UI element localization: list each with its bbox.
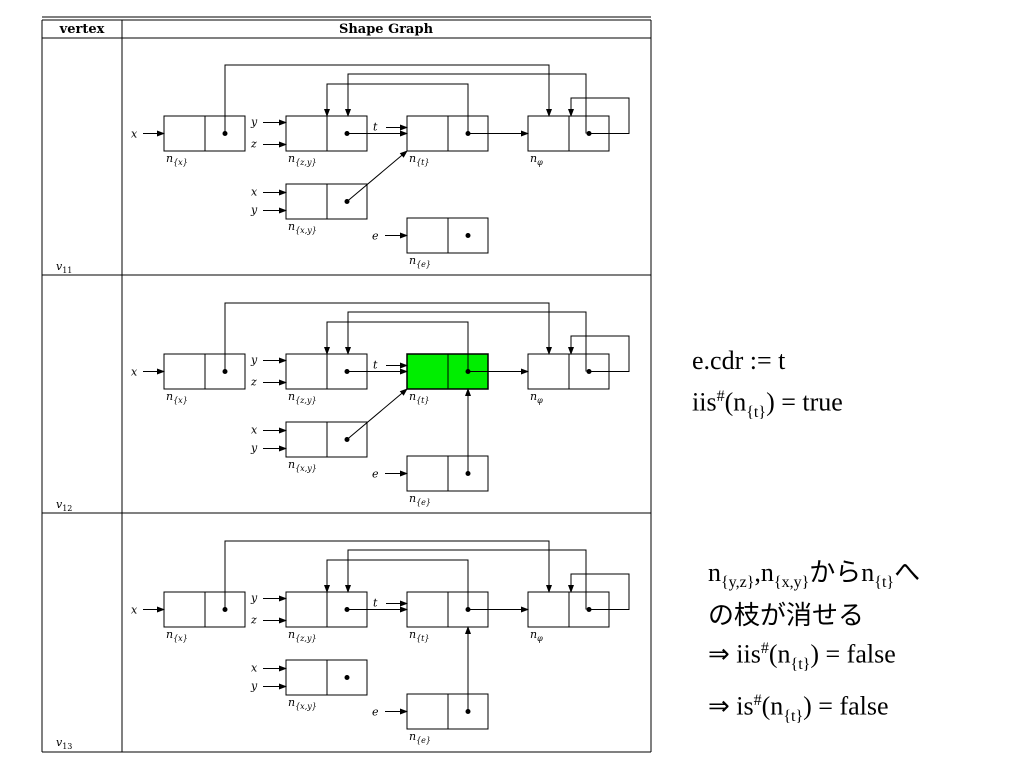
edge-nxy-nt — [346, 388, 408, 440]
note-assignment-line2: iis#(n{t}) = true — [692, 387, 843, 421]
var-e: e — [372, 468, 379, 481]
var-z: z — [250, 138, 257, 151]
note-edge-removal-line3: ⇒ iis#(n{t}) = false — [708, 639, 896, 674]
var-y: y — [250, 354, 258, 367]
node-nxy: n{x,y} — [285, 421, 368, 473]
var-z: z — [250, 376, 257, 389]
node-nxy: n{x,y} — [285, 183, 368, 235]
shape-graph-table: vertex Shape Graph v11 n{x} n{z,y} n{t} nφ n{… — [41, 16, 652, 753]
node-nx: n{x} — [163, 115, 246, 167]
node-nx: n{x} — [163, 591, 246, 643]
node-label: n{e} — [409, 492, 431, 507]
note-assignment-line1: e.cdr := t — [692, 346, 786, 375]
var-y2: y — [250, 680, 258, 693]
edge-nphi-self — [568, 335, 630, 372]
pointer-dot — [344, 675, 350, 680]
node-nphi: nφ — [527, 353, 610, 405]
node-ne: n{e} — [406, 693, 489, 745]
node-label: nφ — [530, 390, 543, 405]
edge-nxy-nt — [346, 150, 408, 202]
node-nt: n{t} — [406, 115, 489, 167]
node-label: nφ — [530, 628, 543, 643]
edge-nphi-self — [568, 97, 630, 134]
node-label: n{z,y} — [288, 390, 317, 405]
node-label: n{x,y} — [288, 696, 317, 711]
var-x2: x — [251, 662, 258, 675]
node-label: n{x} — [166, 390, 188, 405]
var-x2: x — [251, 424, 258, 437]
node-nzy: n{z,y} — [285, 353, 368, 405]
node-nt: n{t} — [406, 353, 489, 405]
var-x: x — [131, 128, 138, 141]
var-x: x — [131, 366, 138, 379]
node-label: nφ — [530, 152, 543, 167]
note-edge-removal-line2: の枝が消せる — [708, 601, 865, 632]
var-y2: y — [250, 204, 258, 217]
node-ne: n{e} — [406, 217, 489, 269]
node-label: n{t} — [409, 628, 430, 643]
node-ne: n{e} — [406, 455, 489, 507]
note-assignment: e.cdr := t iis#(n{t}) = true — [692, 343, 843, 431]
var-y2: y — [250, 442, 258, 455]
header-shape-graph: Shape Graph — [339, 22, 434, 37]
node-label: n{t} — [409, 152, 430, 167]
var-y: y — [250, 116, 258, 129]
node-nphi: nφ — [527, 115, 610, 167]
node-nxy: n{x,y} — [285, 659, 368, 711]
var-z: z — [250, 614, 257, 627]
var-t: t — [373, 597, 378, 610]
vertex-label: v13 — [56, 736, 72, 751]
node-label: n{t} — [409, 390, 430, 405]
node-nphi: nφ — [527, 591, 610, 643]
node-label: n{z,y} — [288, 628, 317, 643]
edge-nt-nzy — [324, 321, 469, 372]
edge-nphi-nzy — [345, 73, 587, 134]
edge-nx-nphi — [224, 540, 552, 610]
var-x: x — [131, 604, 138, 617]
node-label: n{z,y} — [288, 152, 317, 167]
edge-nt-nzy — [324, 559, 469, 610]
var-e: e — [372, 706, 379, 719]
var-x2: x — [251, 186, 258, 199]
edge-nx-nphi — [224, 302, 552, 372]
node-nt: n{t} — [406, 591, 489, 643]
edge-nphi-self — [568, 573, 630, 610]
note-edge-removal: n{y,z},n{x,y}からn{t}へ の枝が消せる ⇒ iis#(n{t})… — [708, 555, 920, 735]
pointer-dot — [465, 233, 471, 238]
node-label: n{x} — [166, 628, 188, 643]
edge-nphi-nzy — [345, 311, 587, 372]
vertex-label: v12 — [56, 498, 72, 513]
node-label: n{e} — [409, 254, 431, 269]
node-label: n{e} — [409, 730, 431, 745]
var-t: t — [373, 359, 378, 372]
edge-nx-nphi — [224, 64, 552, 134]
node-label: n{x,y} — [288, 458, 317, 473]
var-e: e — [372, 230, 379, 243]
vertex-label: v11 — [56, 260, 72, 275]
header-vertex: vertex — [59, 22, 105, 37]
note-edge-removal-line4: ⇒ is#(n{t}) = false — [708, 691, 889, 725]
node-label: n{x,y} — [288, 220, 317, 235]
node-nzy: n{z,y} — [285, 115, 368, 167]
edge-nphi-nzy — [345, 549, 587, 610]
var-t: t — [373, 121, 378, 134]
node-nzy: n{z,y} — [285, 591, 368, 643]
node-label: n{x} — [166, 152, 188, 167]
edge-nt-nzy — [324, 83, 469, 134]
node-nx: n{x} — [163, 353, 246, 405]
note-edge-removal-line1: n{y,z},n{x,y}からn{t}へ — [708, 558, 921, 592]
var-y: y — [250, 592, 258, 605]
